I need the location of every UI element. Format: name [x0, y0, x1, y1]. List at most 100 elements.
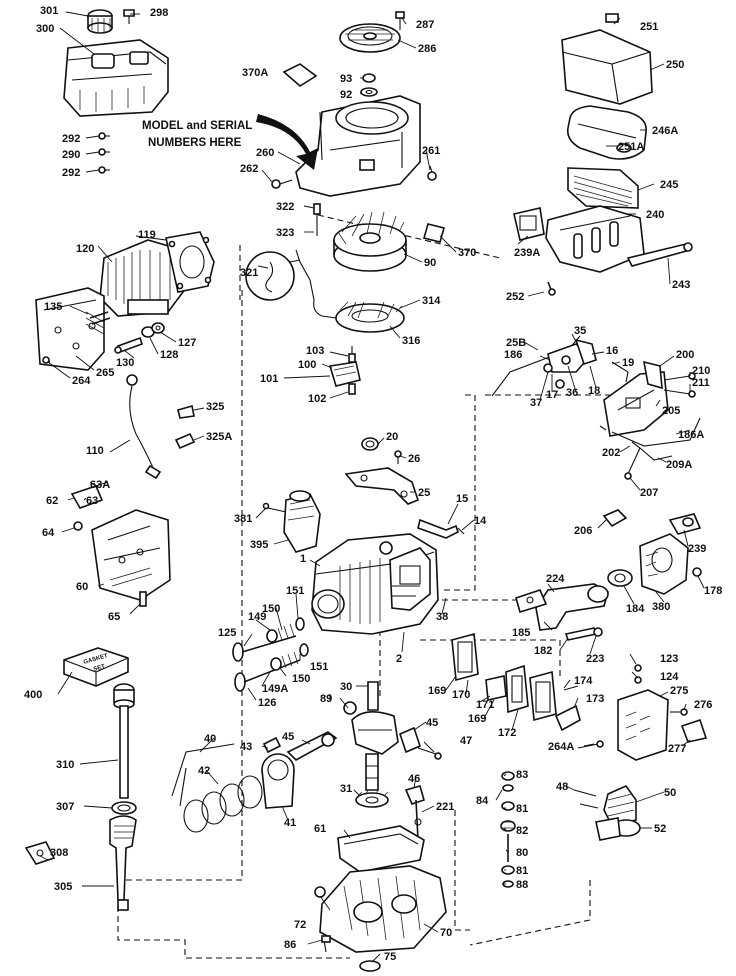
air-cleaner-bolts [547, 242, 693, 296]
callout-82: 82 [516, 825, 528, 837]
callout-120: 120 [76, 243, 94, 255]
callout-130: 130 [116, 357, 134, 369]
callout-182: 182 [534, 645, 552, 657]
callout-37: 37 [530, 397, 542, 409]
callout-184: 184 [626, 603, 645, 615]
callout-172: 172 [498, 727, 516, 739]
callout-290: 290 [62, 149, 80, 161]
gasket-set-box [63, 647, 129, 687]
callout-370: 370 [458, 247, 476, 259]
callout-323: 323 [276, 227, 294, 239]
ground-wire [126, 374, 162, 480]
callout-223: 223 [586, 653, 604, 665]
callout-43: 43 [240, 741, 252, 753]
callout-265: 265 [96, 367, 114, 379]
callout-101: 101 [260, 373, 278, 385]
label-370A [282, 63, 318, 87]
callout-211: 211 [692, 377, 710, 389]
callout-36: 36 [566, 387, 578, 399]
head-bolts-and-washers [89, 311, 165, 354]
callout-171: 171 [476, 699, 494, 711]
callout-170: 170 [452, 689, 470, 701]
callout-47: 47 [460, 735, 472, 747]
callout-48: 48 [556, 781, 568, 793]
intake-manifold [515, 583, 609, 641]
callout-84: 84 [476, 795, 489, 807]
callout-30: 30 [340, 681, 352, 693]
callout-72: 72 [294, 919, 306, 931]
callout-63: 63 [86, 495, 98, 507]
callout-224: 224 [546, 573, 565, 585]
callout-60: 60 [76, 581, 88, 593]
rewind-starter-pulley [339, 11, 405, 97]
callout-380: 380 [652, 601, 670, 613]
callout-169-left: 169 [428, 685, 446, 697]
callout-298: 298 [150, 7, 168, 19]
breather-cover-assembly [63, 9, 169, 117]
callout-100: 100 [298, 359, 316, 371]
callout-19: 19 [622, 357, 634, 369]
callout-92: 92 [340, 89, 352, 101]
callout-178: 178 [704, 585, 722, 597]
model-note-line2: NUMBERS HERE [148, 137, 242, 149]
ignition-armature [245, 249, 405, 333]
oil-pump-shaft-stack [500, 771, 516, 888]
callout-81-lower: 81 [516, 865, 528, 877]
callout-206: 206 [574, 525, 592, 537]
oil-pump [573, 785, 641, 841]
callout-287: 287 [416, 19, 434, 31]
callout-16: 16 [606, 345, 618, 357]
model-serial-note: MODEL and SERIAL NUMBERS HERE [142, 120, 252, 149]
callout-221: 221 [436, 801, 454, 813]
callout-15: 15 [456, 493, 468, 505]
intake-valve [232, 617, 305, 662]
callout-239: 239 [688, 543, 706, 555]
callout-292-bottom: 292 [62, 167, 80, 179]
control-bracket [70, 481, 171, 607]
callout-307: 307 [56, 801, 74, 813]
callout-103: 103 [306, 345, 324, 357]
crankshaft-gear [355, 789, 389, 808]
wire-clips [174, 404, 196, 450]
callout-149A: 149A [262, 683, 288, 695]
crankshaft [343, 681, 399, 791]
exhaust-valve [234, 643, 309, 692]
callout-80: 80 [516, 847, 528, 859]
callout-17: 17 [546, 389, 558, 401]
callout-277: 277 [668, 743, 686, 755]
callout-119: 119 [138, 229, 156, 241]
callout-310: 310 [56, 759, 74, 771]
callout-395: 395 [250, 539, 268, 551]
muffler [617, 689, 708, 761]
callout-125: 125 [218, 627, 236, 639]
callout-243: 243 [672, 279, 690, 291]
callout-63A: 63A [90, 479, 110, 491]
governor-lever [344, 437, 465, 539]
engine-cylinder-block [311, 533, 439, 635]
throttle-control [262, 490, 321, 553]
callout-86: 86 [284, 939, 296, 951]
callout-150-lower: 150 [292, 673, 310, 685]
assembly-guide-lines [117, 214, 610, 959]
carburetor [602, 509, 702, 595]
blower-housing [295, 95, 421, 197]
callout-308: 308 [50, 847, 68, 859]
callout-261: 261 [422, 145, 440, 157]
model-number-arrow [256, 114, 318, 170]
crankcase-sump [314, 825, 447, 972]
callout-45-left: 45 [282, 731, 294, 743]
callout-275: 275 [670, 685, 688, 697]
callout-286: 286 [418, 43, 436, 55]
callout-70: 70 [440, 927, 452, 939]
callout-50: 50 [664, 787, 676, 799]
callout-88: 88 [516, 879, 528, 891]
callout-174: 174 [574, 675, 593, 687]
callout-123: 123 [660, 653, 678, 665]
callout-numbers: 301 298 300 287 286 370A 93 92 251 250 2… [24, 5, 722, 963]
callout-41: 41 [284, 817, 296, 829]
callout-186A: 186A [678, 429, 704, 441]
callout-202: 202 [602, 447, 620, 459]
callout-52: 52 [654, 823, 666, 835]
